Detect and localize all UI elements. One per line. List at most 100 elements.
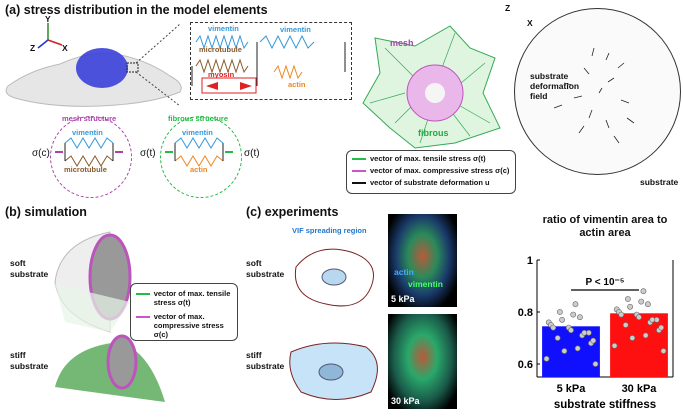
y-tick-label: 0.6 <box>518 359 533 371</box>
xyz-axes-icon <box>37 23 63 49</box>
image-vimentin-label: vimentin <box>408 279 443 289</box>
substrate-field-label: substrate deformation field <box>530 71 580 101</box>
soft-substrate-label-b: soft substrate <box>10 258 49 279</box>
data-point <box>554 335 561 341</box>
image-actin-label: actin <box>394 267 414 277</box>
deformation-vectors <box>553 47 635 144</box>
fluorescence-image-stiff <box>388 314 457 409</box>
bar-1 <box>610 313 668 377</box>
fibrous-circuit <box>165 137 233 167</box>
chart-title: ratio of vimentin area to actin area <box>542 214 668 239</box>
x-axis-title: substrate stiffness <box>554 399 656 411</box>
fluorescence-image-soft <box>388 214 457 307</box>
model-actin-label: actin <box>288 80 306 89</box>
x-tick-label: 30 kPa <box>622 383 658 395</box>
fibrous-actin-label: actin <box>190 165 208 174</box>
data-point <box>642 332 649 339</box>
model-vimentin-label-1: vimentin <box>208 24 239 33</box>
x-tick-label: 5 kPa <box>557 383 587 395</box>
legend-deformation: vector of substrate deformation u <box>352 178 510 187</box>
significance-annotation: P < 10⁻⁵ <box>586 277 625 288</box>
cell-fibrous-label: fibrous <box>418 128 449 138</box>
legend-deformation-swatch <box>352 181 366 184</box>
y-tick-label: 0.8 <box>518 307 533 319</box>
data-point <box>570 311 577 318</box>
panel-b-legend: vector of max. tensile stress σ(t) vecto… <box>130 283 238 341</box>
panel-c-title: (c) experiments <box>246 205 339 219</box>
fibrous-sigma-left: σ(t) <box>140 148 156 159</box>
substrate-label: substrate <box>640 177 679 187</box>
axis-x-label: X <box>62 43 68 53</box>
axis-y-label: Y <box>45 14 51 24</box>
data-point <box>640 288 647 295</box>
data-point <box>556 309 563 315</box>
image-5kpa-label: 5 kPa <box>391 294 415 304</box>
mesh-circuit <box>55 137 123 167</box>
cell-mesh-label: mesh <box>390 38 414 48</box>
legend-compressive-label: vector of max. compressive stress σ(c) <box>370 166 510 175</box>
panel-b-title: (b) simulation <box>5 205 87 219</box>
y-tick-label: 1 <box>527 255 533 267</box>
data-point <box>649 316 656 323</box>
data-point <box>574 345 581 352</box>
cell-3d-illustration <box>5 23 182 107</box>
fibrous-sigma-right: σ(t) <box>244 148 260 159</box>
mesh-structure-title: mesh structure <box>62 114 117 123</box>
stiff-substrate-label-c: stiff substrate <box>246 350 285 371</box>
substrate-field-circle <box>514 8 681 175</box>
corner-axis-x: X <box>527 18 533 28</box>
fibrous-structure-title: fibrous structure <box>168 114 229 123</box>
panel-a-legend: vector of max. tensile stress σ(t) vecto… <box>346 150 516 194</box>
data-point <box>592 361 599 367</box>
simulation-illustration <box>54 231 165 402</box>
fibrous-vimentin-label: vimentin <box>182 128 213 137</box>
legend-tensile-swatch <box>352 157 366 160</box>
model-microtubule-label: microtubule <box>199 45 242 54</box>
data-point <box>559 316 566 323</box>
axis-z-label: Z <box>30 43 36 53</box>
legend-deformation-label: vector of substrate deformation u <box>370 178 490 187</box>
data-point <box>572 301 579 308</box>
data-point <box>658 324 665 331</box>
fibrous-structure-circle <box>160 116 242 198</box>
data-point <box>550 324 557 331</box>
mesh-microtubule-label: microtubule <box>64 165 107 174</box>
mesh-structure-circle <box>50 116 132 198</box>
b-legend-tensile-label: vector of max. tensile stress σ(t) <box>153 289 231 307</box>
b-legend-tensile: vector of max. tensile stress σ(t) <box>136 289 232 307</box>
data-point <box>629 335 636 341</box>
model-elements-box <box>190 22 352 100</box>
data-point <box>543 355 550 362</box>
b-legend-tensile-swatch <box>136 293 150 295</box>
model-myosin-label: myosin <box>208 70 235 79</box>
b-legend-compressive-label: vector of max. compressive stress σ(c) <box>153 312 224 339</box>
soft-substrate-label-c: soft substrate <box>246 258 285 279</box>
data-point <box>644 301 651 308</box>
legend-tensile-label: vector of max. tensile stress σ(t) <box>370 154 486 163</box>
data-point <box>561 348 568 354</box>
data-point <box>581 329 588 336</box>
cell-stress-image <box>362 25 501 149</box>
data-point <box>627 303 634 310</box>
stiff-substrate-label-b: stiff substrate <box>10 350 49 371</box>
data-point <box>638 298 645 305</box>
data-point <box>660 348 667 354</box>
bar-chart: 0.6 0.8 1 5 kPa 30 kPa P < 10⁻⁵ substrate stif… <box>518 255 674 411</box>
experiment-cell-sketches <box>289 248 378 400</box>
data-point <box>624 296 631 302</box>
data-point <box>590 337 597 344</box>
data-point <box>568 327 574 334</box>
b-legend-compressive: vector of max. compressive stress σ(c) <box>136 312 232 339</box>
b-legend-compressive-swatch <box>136 316 150 318</box>
model-circuit-diagram <box>191 34 346 94</box>
vif-spreading-label: VIF spreading region <box>292 226 367 235</box>
legend-tensile: vector of max. tensile stress σ(t) <box>352 154 510 163</box>
image-30kpa-label: 30 kPa <box>391 396 420 406</box>
data-point <box>636 314 642 321</box>
data-point <box>622 322 629 328</box>
data-point <box>611 342 618 349</box>
data-point <box>576 314 583 321</box>
legend-compressive: vector of max. compressive stress σ(c) <box>352 166 510 175</box>
legend-compressive-swatch <box>352 169 366 172</box>
model-vimentin-label-2: vimentin <box>280 25 311 34</box>
